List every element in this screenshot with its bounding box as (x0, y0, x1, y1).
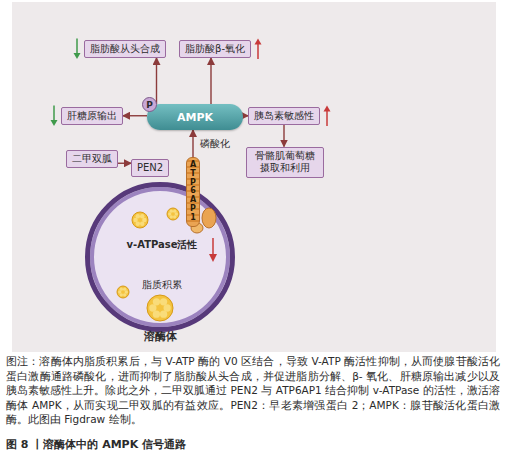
droplet-body (117, 286, 129, 298)
droplet-texture (120, 287, 123, 290)
arrow-head (255, 39, 262, 45)
node-text: 骨骼肌葡萄糖摄取和利用 (255, 150, 315, 174)
droplet-texture (170, 215, 173, 218)
node-text: 肝糖原输出 (67, 110, 117, 121)
vatpase-subunit (202, 208, 216, 228)
figure-caption: 图注：溶酶体内脂质积累后，与 V-ATP 酶的 V0 区结合，导致 V-ATP … (6, 354, 500, 427)
increase-arrow (326, 111, 328, 127)
increase-arrow (257, 44, 259, 60)
droplet-texture (173, 215, 176, 218)
lipid-label: 脂质积累 (140, 277, 184, 293)
droplet-texture (136, 214, 140, 218)
lysosome-circle: 溶酶体v-ATPase活性脂质积累 (85, 182, 235, 332)
arrow-connector (283, 125, 284, 147)
arrow-head (51, 120, 58, 126)
node-text: AMPK (177, 111, 213, 124)
node-text: 脂质积累 (142, 279, 182, 290)
figure-title: 图 8 丨溶酶体中的 AMPK 信号通路 (6, 437, 186, 452)
vatpase-subunit (191, 223, 203, 233)
drug-box: 二甲双胍 (66, 150, 118, 169)
process-box: 胰岛素敏感性 (248, 107, 320, 126)
kinase-node: AMPKP (147, 104, 243, 130)
droplet-texture (170, 209, 173, 212)
droplet-texture (125, 290, 128, 293)
node-text: ATP6AP1 (189, 161, 197, 223)
droplet-texture (173, 209, 176, 212)
phosphate-circle: P (142, 97, 157, 112)
decrease-arrow (76, 39, 78, 55)
protein-box: PEN2 (131, 159, 169, 178)
droplet-texture (149, 304, 156, 311)
node-text: P (146, 100, 153, 110)
droplet-body (167, 208, 179, 220)
lipid-droplet (167, 208, 179, 220)
droplet-texture (153, 311, 160, 318)
droplet-texture (160, 311, 167, 318)
droplet-body (147, 295, 173, 321)
node-text: 二甲双胍 (72, 153, 112, 164)
droplet-texture (120, 293, 123, 296)
lipid-droplet (117, 286, 129, 298)
droplet-texture (140, 222, 144, 226)
node-text: PEN2 (137, 162, 163, 173)
droplet-texture (175, 212, 178, 215)
decrease-arrow (212, 238, 214, 256)
droplet-texture (168, 212, 171, 215)
droplet-texture (123, 293, 126, 296)
arrow-head (324, 106, 331, 112)
lipid-droplet (147, 295, 173, 321)
arrow-connector (156, 58, 157, 104)
lipid-droplet (132, 212, 148, 228)
process-box: 脂肪酸β-氧化 (179, 40, 251, 59)
droplet-texture (164, 304, 171, 311)
droplet-texture (153, 298, 160, 305)
node-text: 脂肪酸从头合成 (90, 43, 160, 54)
droplet-texture (118, 290, 121, 293)
droplet-texture (133, 218, 137, 222)
edge-label: 磷酸化 (198, 137, 232, 151)
node-text: 脂肪酸β-氧化 (185, 43, 245, 54)
droplet-texture (123, 287, 126, 290)
membrane-protein: ATP6AP1 (186, 157, 200, 227)
process-box: 肝糖原输出 (61, 107, 123, 126)
arrow-connector (210, 58, 211, 104)
node-text: 溶酶体 (144, 329, 177, 344)
arrow-connector (123, 115, 147, 116)
droplet-texture (160, 298, 167, 305)
droplet-body (132, 212, 148, 228)
droplet-texture (136, 222, 140, 226)
arrow-connector (118, 163, 131, 164)
process-box: 骨骼肌葡萄糖摄取和利用 (246, 147, 324, 178)
activity-label: v-ATPase活性 (125, 237, 200, 253)
droplet-texture (140, 214, 144, 218)
decrease-arrow (53, 106, 55, 122)
node-text: v-ATPase活性 (127, 239, 198, 250)
node-text: 胰岛素敏感性 (254, 110, 314, 121)
arrow-connector (192, 130, 193, 157)
process-box: 脂肪酸从头合成 (84, 40, 166, 59)
lysosome-illustration (85, 182, 235, 332)
droplet-texture (142, 218, 146, 222)
arrow-head (74, 53, 81, 59)
decrease-arrow-head (209, 254, 217, 262)
